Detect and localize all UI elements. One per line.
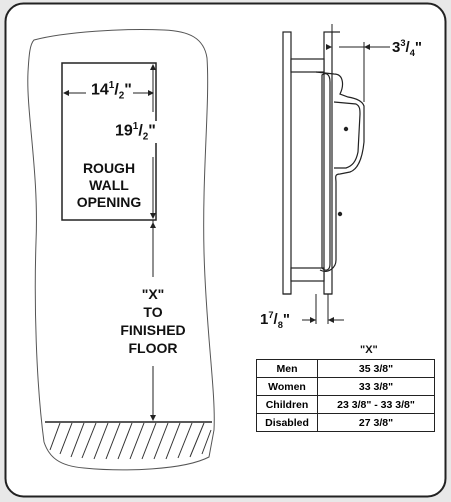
x-floor-line-2: TO	[143, 304, 163, 320]
table-row: Women 33 3/8"	[256, 377, 435, 396]
base-den: 8	[277, 320, 283, 330]
height-num: 1	[132, 121, 139, 132]
row-label: Disabled	[256, 413, 318, 432]
row-value: 35 3/8"	[317, 359, 435, 378]
x-to-floor-label: "X" TO FINISHED FLOOR	[104, 285, 202, 357]
base-whole: 1	[260, 311, 269, 328]
row-value: 23 3/8" - 33 3/8"	[317, 395, 435, 414]
row-label: Women	[256, 377, 318, 396]
depth-whole: 3	[392, 39, 401, 56]
depth-den: 4	[409, 48, 415, 58]
width-num: 1	[108, 80, 115, 91]
table-row: Disabled 27 3/8"	[256, 413, 435, 432]
base-unit: "	[282, 311, 290, 328]
table-row: Men 35 3/8"	[256, 359, 435, 378]
wall-outline	[27, 28, 215, 471]
floor-hatch	[49, 422, 212, 460]
rough-opening-label: ROUGH WALL OPENING	[62, 160, 156, 211]
base-dimension-label: 17/8"	[260, 310, 290, 330]
depth-unit: "	[414, 39, 422, 56]
x-floor-line-4: FLOOR	[128, 340, 178, 356]
x-floor-line-3: FINISHED	[120, 322, 186, 338]
height-unit: "	[148, 122, 156, 140]
height-dimension-label: 191/2"	[114, 121, 157, 143]
table-row: Children 23 3/8" - 33 3/8"	[256, 395, 435, 414]
side-profile	[282, 31, 365, 295]
base-num: 7	[268, 310, 274, 320]
width-unit: "	[124, 81, 132, 99]
height-whole: 19	[115, 122, 133, 140]
rough-opening-line-2: WALL	[89, 177, 129, 193]
depth-num: 3	[400, 38, 406, 48]
table-header: "X"	[360, 344, 378, 356]
x-floor-line-1: "X"	[141, 286, 165, 302]
depth-dimension-label: 33/4"	[392, 38, 422, 58]
row-label: Children	[256, 395, 318, 414]
row-label: Men	[256, 359, 318, 378]
height-den: 2	[142, 131, 149, 143]
height-table: Men 35 3/8" Women 33 3/8" Children 23 3/…	[256, 359, 435, 432]
rough-opening-line-1: ROUGH	[82, 160, 136, 176]
width-dimension-label: 141/2"	[90, 80, 133, 102]
rough-opening-line-3: OPENING	[76, 194, 142, 210]
row-value: 33 3/8"	[317, 377, 435, 396]
row-value: 27 3/8"	[317, 413, 435, 432]
width-whole: 14	[91, 81, 109, 99]
diagram-card: 141/2" 191/2" ROUGH WALL OPENING "X" TO …	[4, 2, 447, 498]
width-den: 2	[118, 90, 125, 102]
